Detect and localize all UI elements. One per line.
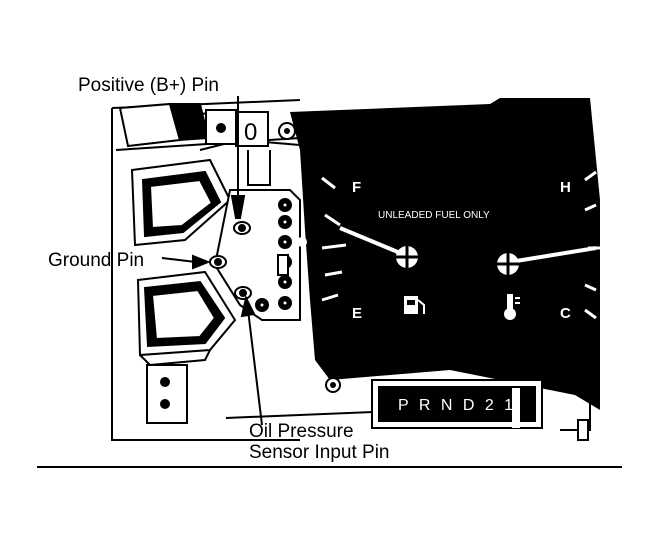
- odometer-digit: 0: [244, 119, 257, 146]
- temp-cold-mark: C: [560, 305, 571, 322]
- thermometer-icon: [504, 294, 520, 320]
- fuel-needle: [339, 226, 406, 257]
- leader-lines: [161, 96, 263, 426]
- fuel-face-text: UNLEADED FUEL ONLY: [378, 210, 490, 221]
- top-bracket: [118, 102, 210, 148]
- positive-pin: [233, 221, 251, 235]
- oil-pressure-label-line2: Sensor Input Pin: [249, 442, 390, 463]
- connector-plate: [213, 189, 301, 321]
- gauge-panel: [290, 98, 600, 410]
- ground-pin-label: Ground Pin: [48, 250, 145, 271]
- temp-needle: [509, 246, 597, 264]
- lower-lens: [136, 270, 237, 367]
- fuel-full-mark: F: [352, 179, 361, 196]
- temp-gauge: H C: [497, 170, 600, 322]
- oil-pressure-label: Oil Pressure Sensor Input Pin: [249, 421, 389, 463]
- prndl-text: P R N D 2 1: [398, 397, 516, 414]
- ground-pin: [209, 255, 227, 269]
- temp-hot-mark: H: [560, 179, 571, 196]
- upper-lens: [130, 158, 232, 247]
- fuel-empty-mark: E: [352, 305, 362, 322]
- oil-pressure-pin: [234, 286, 252, 300]
- positive-pin-label: Positive (B+) Pin: [78, 75, 219, 96]
- mounting-tab: [146, 364, 188, 424]
- fuel-pump-icon: [404, 296, 425, 314]
- fuel-gauge: F E UNLEADED FUEL ONLY: [321, 176, 490, 322]
- oil-pressure-label-line1: Oil Pressure: [249, 421, 354, 442]
- prndl-indicator: P R N D 2 1: [371, 371, 591, 441]
- odometer-block: 0: [205, 109, 296, 147]
